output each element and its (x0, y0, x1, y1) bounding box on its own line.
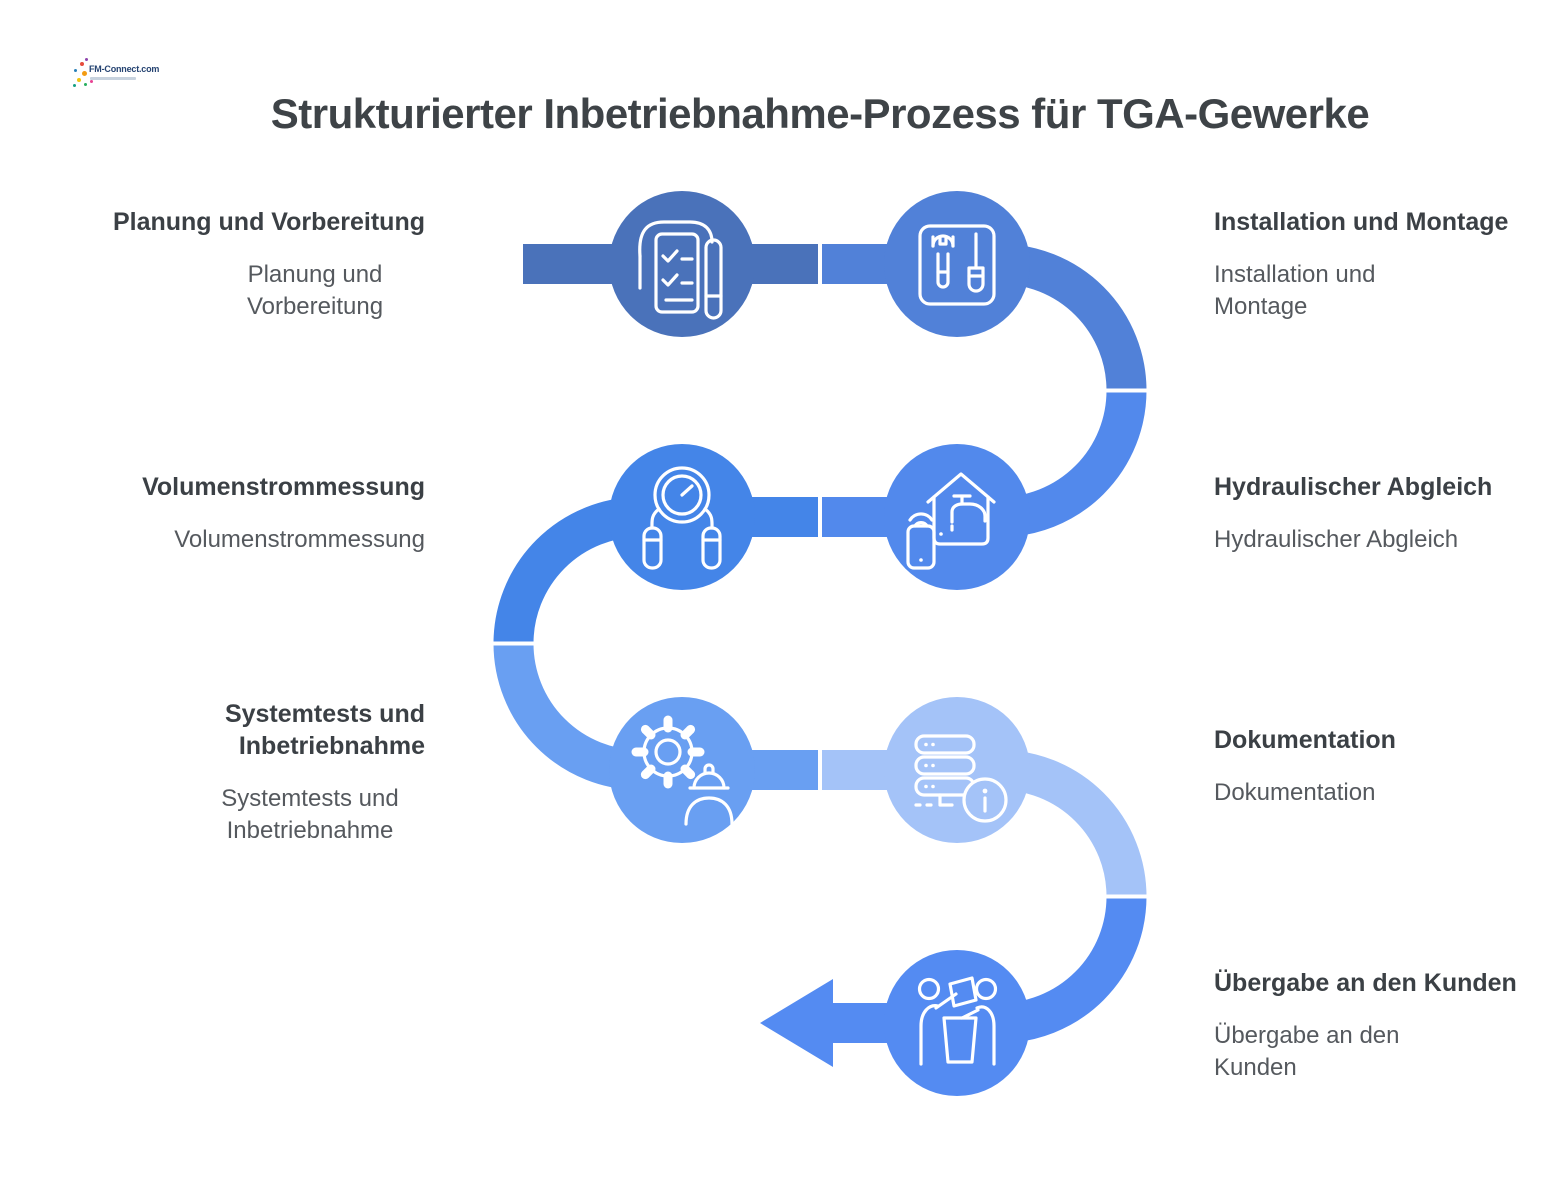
step-label-systemtests: Systemtests und Inbetriebnahme Systemtes… (60, 698, 425, 847)
step-label-volumenstrom: Volumenstrommessung Volumenstrommessung (60, 471, 425, 556)
document-checklist-pen-icon (638, 220, 723, 320)
step-heading: Hydraulischer Abgleich (1214, 473, 1493, 501)
step-circle-volumenstrom (609, 444, 755, 590)
step-label-hydraulisch: Hydraulischer Abgleich Hydraulischer Abg… (1214, 471, 1544, 556)
step-circle-uebergabe (884, 950, 1030, 1096)
house-faucet-smartphone-icon (906, 472, 996, 570)
end-arrow-left (760, 979, 958, 1067)
step-circle-dokumentation (884, 697, 1030, 843)
step-circle-planung (609, 191, 755, 337)
step-label-uebergabe: Übergabe an den Kunden Übergabe an den K… (1214, 967, 1544, 1084)
step-heading: Systemtests und Inbetriebnahme (224, 700, 425, 760)
server-info-icon (914, 734, 1008, 823)
step-heading: Dokumentation (1214, 726, 1396, 754)
step-label-installation: Installation und Montage Installation un… (1214, 206, 1544, 323)
page-title: Strukturierter Inbetriebnahme-Prozess fü… (270, 90, 1370, 137)
logo-text: FM-Connect.com (89, 64, 160, 74)
handover-icon (917, 976, 998, 1066)
step-label-planung: Planung und Vorbereitung Planung und Vor… (60, 206, 425, 323)
fm-connect-logo: FM-Connect.com (72, 56, 162, 94)
logo-tagline (90, 77, 136, 80)
step-label-dokumentation: Dokumentation Dokumentation (1214, 724, 1544, 809)
step-description: Systemtests und Inbetriebnahme (221, 785, 399, 844)
step-description: Hydraulischer Abgleich (1214, 526, 1459, 553)
step-description: Übergabe an den Kunden (1214, 1022, 1400, 1081)
step-circle-installation (884, 191, 1030, 337)
step-heading: Volumenstrommessung (142, 473, 425, 501)
gear-technician-icon (631, 715, 734, 826)
step-description: Installation und Montage (1214, 261, 1376, 320)
flow-gauge-icon (642, 466, 722, 570)
step-heading: Übergabe an den Kunden (1214, 969, 1517, 997)
wrench-screwdriver-icon (918, 224, 996, 306)
step-heading: Installation und Montage (1214, 208, 1509, 236)
step-description: Dokumentation (1214, 779, 1376, 806)
step-description: Volumenstrommessung (174, 526, 425, 553)
step-heading: Planung und Vorbereitung (112, 208, 425, 236)
step-circle-hydraulisch (884, 444, 1030, 590)
step-description: Planung und Vorbereitung (246, 261, 384, 320)
